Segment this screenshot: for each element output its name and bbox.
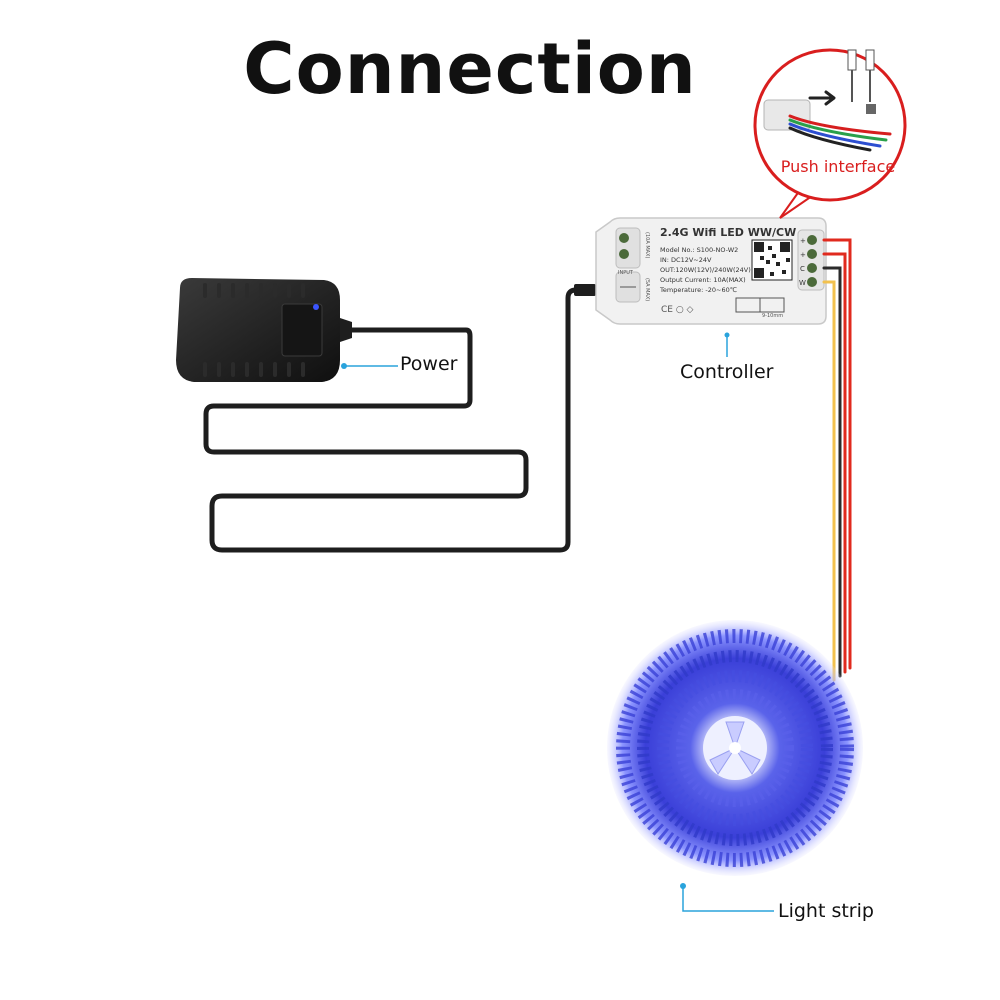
controller-cert-marks: CE ○ ◇ — [661, 305, 694, 315]
push-interface-callout — [753, 48, 907, 219]
power-cable — [203, 287, 609, 553]
light-strip-marker-line — [682, 886, 774, 912]
controller-name: 2.4G Wifi LED WW/CW — [660, 226, 796, 239]
terminal-plus-1: + — [800, 237, 806, 245]
arrow-icon — [808, 90, 836, 106]
power-label: Power — [400, 353, 458, 375]
page-title: Connection — [243, 28, 697, 110]
power-indicator-led — [313, 304, 319, 310]
controller-current: Output Current: 10A(MAX) — [660, 276, 746, 284]
terminal-c: C — [800, 265, 805, 273]
controller-input: IN: DC12V~24V — [660, 256, 712, 264]
controller-output: OUT:120W(12V)/240W(24V) — [660, 266, 751, 274]
controller-max-bottom: (5A MAX) — [644, 278, 650, 301]
controller-strip-length: 9-10mm — [762, 313, 783, 319]
controller-box — [595, 217, 827, 325]
push-interface-label: Push interface — [780, 157, 896, 176]
output-wires — [822, 238, 852, 682]
terminal-w: W — [799, 279, 806, 287]
controller-temperature: Temperature: -20~60℃ — [659, 286, 737, 294]
screwdriver-icon — [847, 49, 876, 114]
controller-max-top: (10A MAX) — [644, 232, 650, 258]
dc-plug — [574, 284, 596, 296]
power-adapter — [176, 278, 352, 382]
controller-model: Model No.: S100-NO-W2 — [660, 246, 738, 254]
led-light-strip — [607, 620, 863, 876]
light-strip-label: Light strip — [778, 900, 874, 922]
terminal-plus-2: + — [800, 251, 806, 259]
controller-input-tag: INPUT — [618, 270, 634, 276]
controller-label: Controller — [680, 361, 774, 383]
